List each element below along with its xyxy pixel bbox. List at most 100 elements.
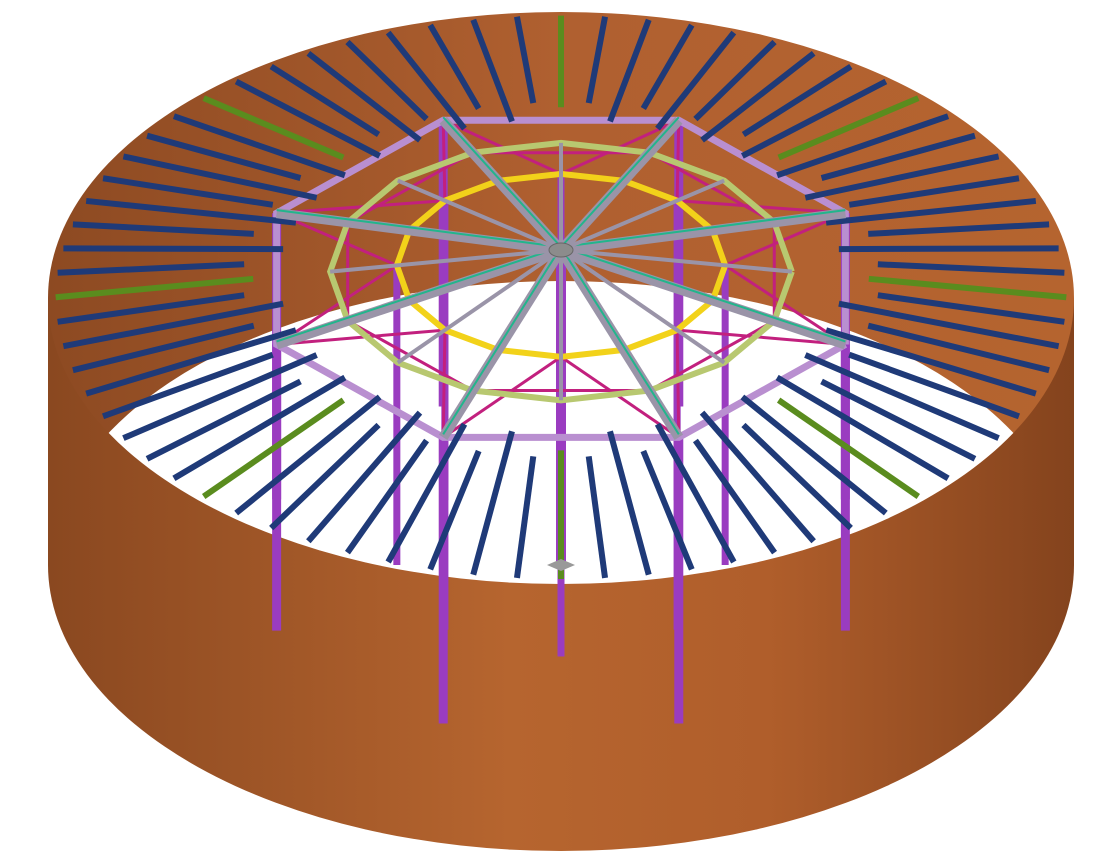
rafter <box>146 132 302 181</box>
secondary-girder <box>329 248 562 274</box>
rafter <box>655 30 737 131</box>
main-girder <box>556 247 684 440</box>
rafter <box>63 245 284 253</box>
rafter <box>607 430 652 576</box>
rafter <box>234 78 382 159</box>
rafter <box>868 221 1050 237</box>
rafter <box>513 456 537 579</box>
rafter <box>776 113 950 179</box>
rafter <box>877 261 1065 276</box>
rafter <box>585 456 609 579</box>
main-girder-edge <box>560 209 846 248</box>
bracing <box>441 330 447 438</box>
rafter <box>344 438 430 555</box>
rafter <box>804 153 1000 201</box>
rafter <box>838 245 1059 253</box>
rafter <box>820 378 977 462</box>
roof-framing <box>55 15 1067 724</box>
rafter <box>102 175 274 208</box>
bracing <box>724 264 847 346</box>
main-girder <box>559 245 847 350</box>
rafter <box>848 351 1020 420</box>
center-hub <box>548 242 574 258</box>
secondary-girder <box>396 178 562 252</box>
rafter <box>867 322 1050 374</box>
rafter <box>345 39 429 122</box>
rafter <box>385 30 467 131</box>
rafter <box>427 23 482 110</box>
rafter <box>640 449 695 571</box>
main-girder-edge <box>276 246 562 343</box>
rafter-accent <box>202 95 345 161</box>
base-plate <box>547 559 575 571</box>
rafter <box>740 394 888 516</box>
rafter <box>775 374 950 481</box>
rafter <box>877 292 1065 325</box>
rafter <box>470 430 515 576</box>
rafter <box>825 327 1037 397</box>
secondary-girder <box>559 248 726 365</box>
main-girder-edge <box>560 116 680 248</box>
bracing <box>676 328 846 346</box>
rafter <box>72 221 254 237</box>
rafter <box>640 23 695 110</box>
rafter <box>692 438 778 555</box>
rafter <box>741 63 853 138</box>
rafter <box>427 449 482 571</box>
main-girder <box>438 247 566 440</box>
bracing <box>675 330 681 438</box>
rafter <box>700 50 816 143</box>
rafter <box>585 16 608 104</box>
bracing <box>276 328 446 346</box>
main-girder <box>560 208 847 255</box>
rafter <box>72 322 255 374</box>
bracing <box>276 211 398 267</box>
rafter <box>385 422 468 564</box>
rafter <box>62 300 284 350</box>
rafter <box>804 352 1000 441</box>
rafter <box>838 300 1060 350</box>
main-girder <box>275 208 562 255</box>
rafter-accent <box>201 397 346 499</box>
rafter <box>234 394 382 516</box>
main-girder <box>439 116 565 254</box>
rafter <box>699 410 816 544</box>
secondary-girder <box>560 178 726 252</box>
secondary-girder <box>396 248 563 365</box>
main-girder <box>557 116 683 254</box>
rafter <box>740 78 888 159</box>
rafter <box>122 352 318 441</box>
main-girder <box>275 245 563 350</box>
rafter <box>122 153 318 201</box>
rafter <box>470 18 515 123</box>
rafter <box>741 422 853 531</box>
bracing <box>724 211 846 267</box>
rafter <box>172 113 346 179</box>
main-girder-edge <box>560 246 846 343</box>
bracing <box>275 264 398 346</box>
rafter <box>172 374 347 481</box>
rafter <box>306 410 423 544</box>
rafter <box>514 16 537 104</box>
rafter <box>145 378 302 462</box>
rafter <box>269 63 381 138</box>
rafter <box>607 18 652 123</box>
rafter <box>102 351 274 420</box>
secondary-girder <box>560 248 793 274</box>
rafter <box>85 197 297 226</box>
main-girder-edge <box>276 209 562 248</box>
main-girder-edge <box>442 246 562 435</box>
bracing <box>276 199 446 215</box>
rafter <box>85 327 297 397</box>
rafter <box>654 422 737 564</box>
rafter-accent <box>868 275 1067 301</box>
main-girder-edge <box>442 116 562 248</box>
rafter-accent <box>776 397 921 499</box>
rafter <box>306 50 422 143</box>
rafter <box>820 132 976 181</box>
rafter-accent <box>777 95 920 161</box>
rafter <box>693 39 777 122</box>
rafter <box>825 197 1037 226</box>
rafter-accent <box>55 275 254 301</box>
